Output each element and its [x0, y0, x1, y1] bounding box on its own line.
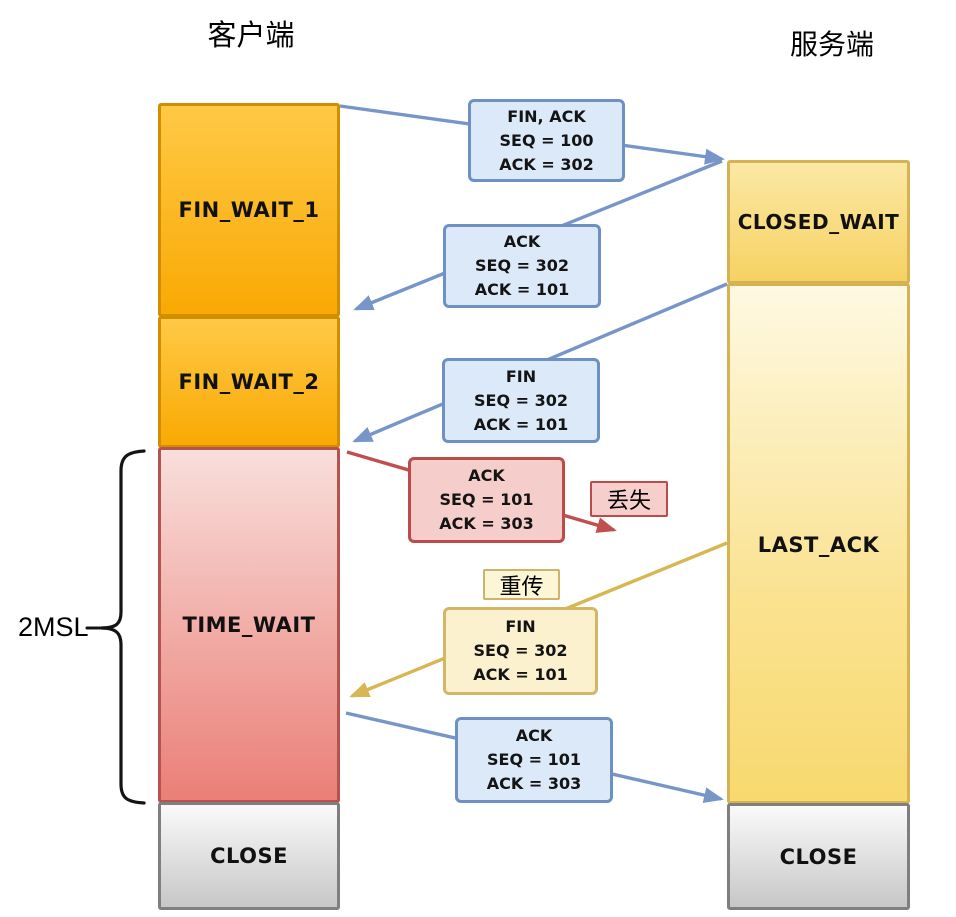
message-line: ACK = 302: [499, 154, 594, 174]
message-line: FIN: [505, 617, 536, 636]
message-fin-ack-request: FIN, ACK SEQ = 100 ACK = 302: [468, 99, 625, 182]
message-line: FIN: [505, 366, 537, 386]
message-ack-of-fin: ACK SEQ = 302 ACK = 101: [443, 224, 601, 308]
message-ack-lost: ACK SEQ = 101 ACK = 303: [408, 457, 565, 543]
state-label: LAST_ACK: [757, 533, 880, 557]
message-line: SEQ = 100: [499, 130, 594, 150]
message-line: ACK = 303: [486, 774, 582, 793]
message-line: SEQ = 302: [475, 256, 569, 275]
server-title: 服务端: [789, 29, 874, 60]
state-label: CLOSE: [779, 844, 858, 869]
message-fin-retransmit: FIN SEQ = 302 ACK = 101: [443, 607, 598, 695]
message-line: ACK: [468, 466, 505, 485]
client-state-close: CLOSE: [158, 802, 340, 910]
msl-brace: [100, 449, 146, 805]
client-state-fin-wait-2: FIN_WAIT_2: [158, 316, 340, 448]
message-line: ACK: [503, 232, 541, 251]
message-line: SEQ = 302: [473, 641, 568, 660]
retransmit-tag: 重传: [483, 569, 560, 600]
message-line: ACK: [515, 726, 553, 745]
client-state-time-wait: TIME_WAIT: [158, 447, 340, 803]
message-line: FIN, ACK: [507, 106, 586, 126]
message-line: ACK = 101: [474, 280, 570, 299]
message-line: SEQ = 101: [487, 750, 581, 769]
state-label: FIN_WAIT_2: [178, 370, 320, 394]
lost-tag: 丢失: [590, 481, 668, 517]
state-label: CLOSED_WAIT: [737, 210, 900, 234]
message-line: SEQ = 101: [439, 490, 534, 509]
message-line: SEQ = 302: [474, 390, 568, 410]
state-label: FIN_WAIT_1: [178, 198, 320, 222]
msl-duration-label: 2MSL: [18, 612, 89, 642]
state-label: CLOSE: [210, 844, 288, 868]
server-state-close: CLOSE: [727, 803, 910, 910]
message-ack-final: ACK SEQ = 101 ACK = 303: [455, 717, 613, 803]
message-line: ACK = 303: [439, 514, 534, 533]
server-state-closed-wait: CLOSED_WAIT: [727, 160, 910, 284]
server-state-last-ack: LAST_ACK: [727, 283, 910, 804]
client-title: 客户端: [207, 20, 295, 52]
message-server-fin: FIN SEQ = 302 ACK = 101: [442, 358, 600, 443]
state-label: TIME_WAIT: [182, 613, 316, 637]
message-line: ACK = 101: [473, 665, 568, 684]
message-line: ACK = 101: [473, 414, 569, 434]
client-state-fin-wait-1: FIN_WAIT_1: [158, 103, 340, 317]
